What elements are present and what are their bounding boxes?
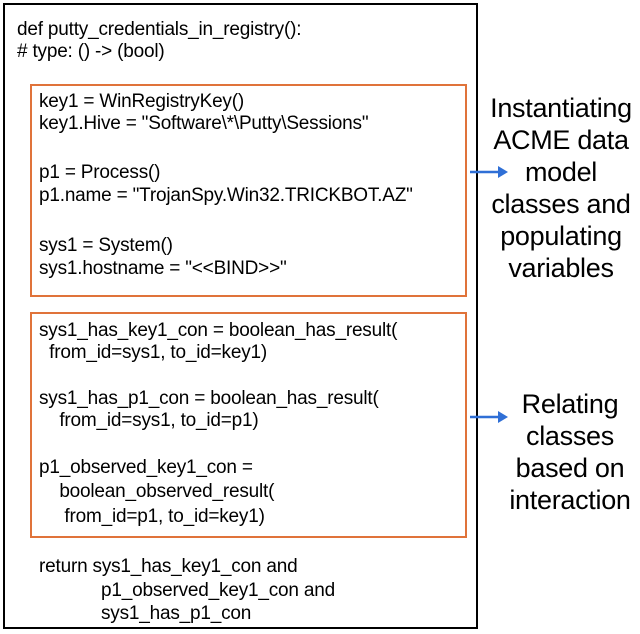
relation-block <box>30 312 467 538</box>
arrow-right-icon <box>470 411 508 423</box>
code-line-key1-hive: key1.Hive = "Software\*\Putty\Sessions" <box>39 113 369 134</box>
arrow-right-icon <box>470 166 508 178</box>
code-line-key1-create: key1 = WinRegistryKey() <box>39 91 244 112</box>
return-line-3: sys1_has_p1_con <box>101 603 252 624</box>
instantiation-block <box>30 84 467 297</box>
code-panel <box>3 3 478 629</box>
code-line-sys1-has-p1: sys1_has_p1_con = boolean_has_result( <box>39 388 379 409</box>
code-line-p1-name: p1.name = "TrojanSpy.Win32.TRICKBOT.AZ" <box>39 185 413 206</box>
code-line-observed-call: boolean_observed_result( <box>39 481 275 502</box>
code-line-p1-observed-key1: p1_observed_key1_con = <box>39 457 253 478</box>
instantiating-annotation: Instantiating ACME data model classes an… <box>490 93 632 283</box>
type-comment: # type: () -> (bool) <box>17 41 165 62</box>
code-line-sys1-has-key1-args: from_id=sys1, to_id=key1) <box>39 342 267 363</box>
return-line-2: p1_observed_key1_con and <box>101 580 335 601</box>
code-line-sys1-has-key1: sys1_has_key1_con = boolean_has_result( <box>39 320 398 341</box>
function-definition: def putty_credentials_in_registry(): <box>17 19 302 40</box>
code-line-sys1-create: sys1 = System() <box>39 235 173 256</box>
code-line-observed-args: from_id=p1, to_id=key1) <box>39 506 265 527</box>
return-line: return sys1_has_key1_con and <box>39 556 298 577</box>
code-line-sys1-hostname: sys1.hostname = "<<BIND>>" <box>39 258 287 279</box>
code-line-sys1-has-p1-args: from_id=sys1, to_id=p1) <box>39 410 259 431</box>
code-line-p1-create: p1 = Process() <box>39 162 161 183</box>
relating-annotation: Relating classes based on interaction <box>509 389 631 515</box>
